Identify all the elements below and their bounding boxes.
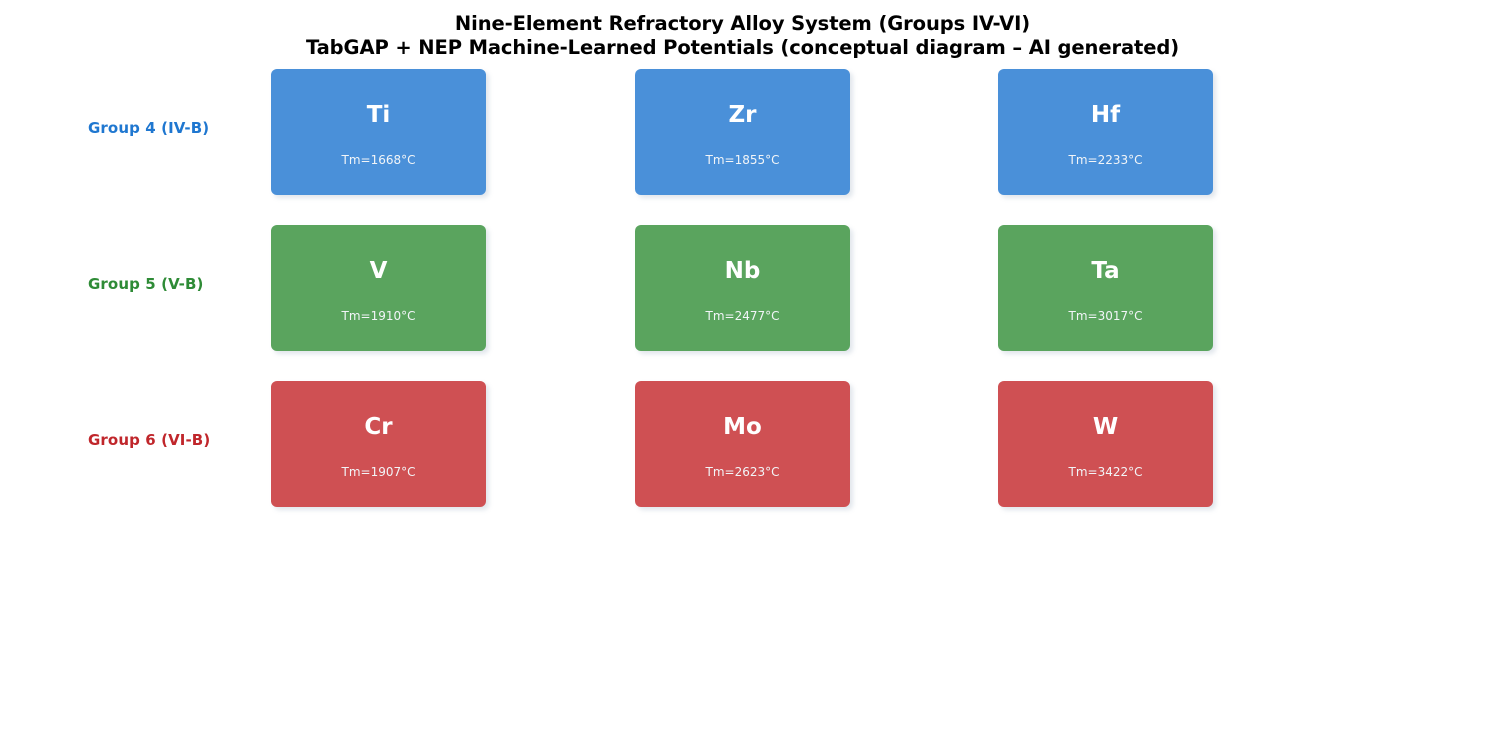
element-melting-point: Tm=1855°C <box>705 153 780 167</box>
element-card-mo[interactable]: Mo Tm=2623°C <box>635 381 850 507</box>
group-row-5: Group 5 (V-B) V Tm=1910°C Nb Tm=2477°C T… <box>0 225 1485 351</box>
element-card-zr[interactable]: Zr Tm=1855°C <box>635 69 850 195</box>
element-card-ti[interactable]: Ti Tm=1668°C <box>271 69 486 195</box>
element-melting-point: Tm=3422°C <box>1068 465 1143 479</box>
group-label-5: Group 5 (V-B) <box>88 275 204 293</box>
element-melting-point: Tm=1910°C <box>341 309 416 323</box>
diagram-title: Nine-Element Refractory Alloy System (Gr… <box>0 12 1485 60</box>
element-symbol: Nb <box>724 258 761 284</box>
element-card-ta[interactable]: Ta Tm=3017°C <box>998 225 1213 351</box>
element-symbol: Ta <box>1091 258 1120 284</box>
element-melting-point: Tm=2233°C <box>1068 153 1143 167</box>
element-symbol: Cr <box>364 414 393 440</box>
element-melting-point: Tm=1668°C <box>341 153 416 167</box>
element-card-w[interactable]: W Tm=3422°C <box>998 381 1213 507</box>
element-card-v[interactable]: V Tm=1910°C <box>271 225 486 351</box>
group-label-4: Group 4 (IV-B) <box>88 119 210 137</box>
element-symbol: W <box>1092 414 1119 440</box>
group-row-4: Group 4 (IV-B) Ti Tm=1668°C Zr Tm=1855°C… <box>0 69 1485 195</box>
element-melting-point: Tm=2477°C <box>705 309 780 323</box>
element-melting-point: Tm=3017°C <box>1068 309 1143 323</box>
group-row-6: Group 6 (VI-B) Cr Tm=1907°C Mo Tm=2623°C… <box>0 381 1485 507</box>
element-melting-point: Tm=1907°C <box>341 465 416 479</box>
element-melting-point: Tm=2623°C <box>705 465 780 479</box>
element-symbol: Hf <box>1090 102 1121 128</box>
title-line-secondary: TabGAP + NEP Machine-Learned Potentials … <box>305 36 1180 59</box>
element-symbol: Mo <box>723 414 762 440</box>
group-label-6: Group 6 (VI-B) <box>88 431 211 449</box>
title-line-primary: Nine-Element Refractory Alloy System (Gr… <box>454 12 1031 35</box>
element-card-nb[interactable]: Nb Tm=2477°C <box>635 225 850 351</box>
element-symbol: Zr <box>728 102 757 128</box>
element-card-hf[interactable]: Hf Tm=2233°C <box>998 69 1213 195</box>
element-symbol: V <box>369 258 388 284</box>
element-card-cr[interactable]: Cr Tm=1907°C <box>271 381 486 507</box>
element-symbol: Ti <box>366 102 391 128</box>
